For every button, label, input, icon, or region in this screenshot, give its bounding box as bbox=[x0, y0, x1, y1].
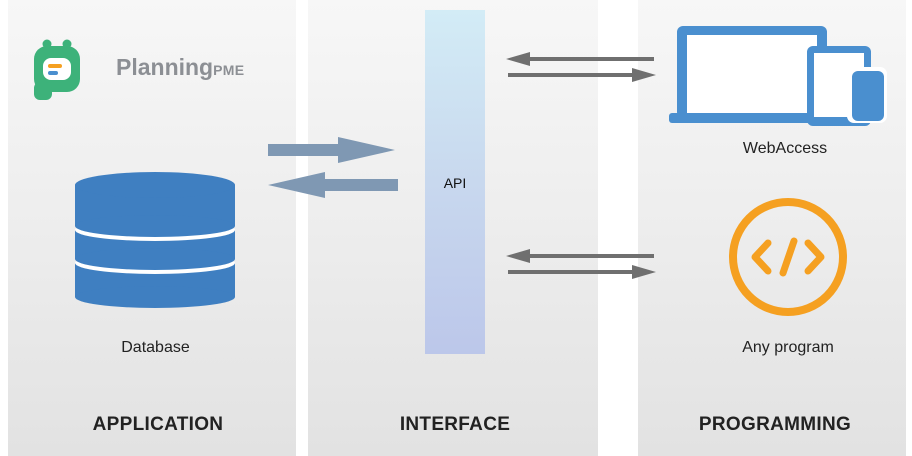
webaccess-label: WebAccess bbox=[742, 140, 828, 157]
arrow-left-from-program-icon bbox=[506, 249, 654, 263]
arrow-right-to-program-icon bbox=[508, 265, 656, 279]
api-bar bbox=[425, 10, 485, 354]
api-webaccess-arrows bbox=[506, 52, 656, 82]
arrow-left-from-webaccess-icon bbox=[506, 52, 654, 66]
programming-title: PROGRAMMING bbox=[698, 414, 852, 435]
program-label: Any program bbox=[742, 339, 834, 356]
app-api-arrows bbox=[268, 137, 398, 198]
logo-wordmark: PlanningPME bbox=[116, 54, 245, 80]
application-title: APPLICATION bbox=[92, 414, 224, 435]
database-label: Database bbox=[121, 339, 190, 356]
database-icon bbox=[75, 172, 235, 308]
api-program-arrows bbox=[506, 249, 656, 279]
arrow-left-from-api-icon bbox=[268, 172, 398, 198]
devices-icon bbox=[669, 26, 887, 126]
arrow-right-to-webaccess-icon bbox=[508, 68, 656, 82]
planningpme-logo-icon bbox=[34, 39, 80, 100]
arrow-right-to-api-icon bbox=[268, 137, 395, 163]
interface-title: INTERFACE bbox=[399, 414, 511, 435]
code-icon bbox=[729, 198, 847, 316]
api-label: API bbox=[443, 175, 467, 191]
